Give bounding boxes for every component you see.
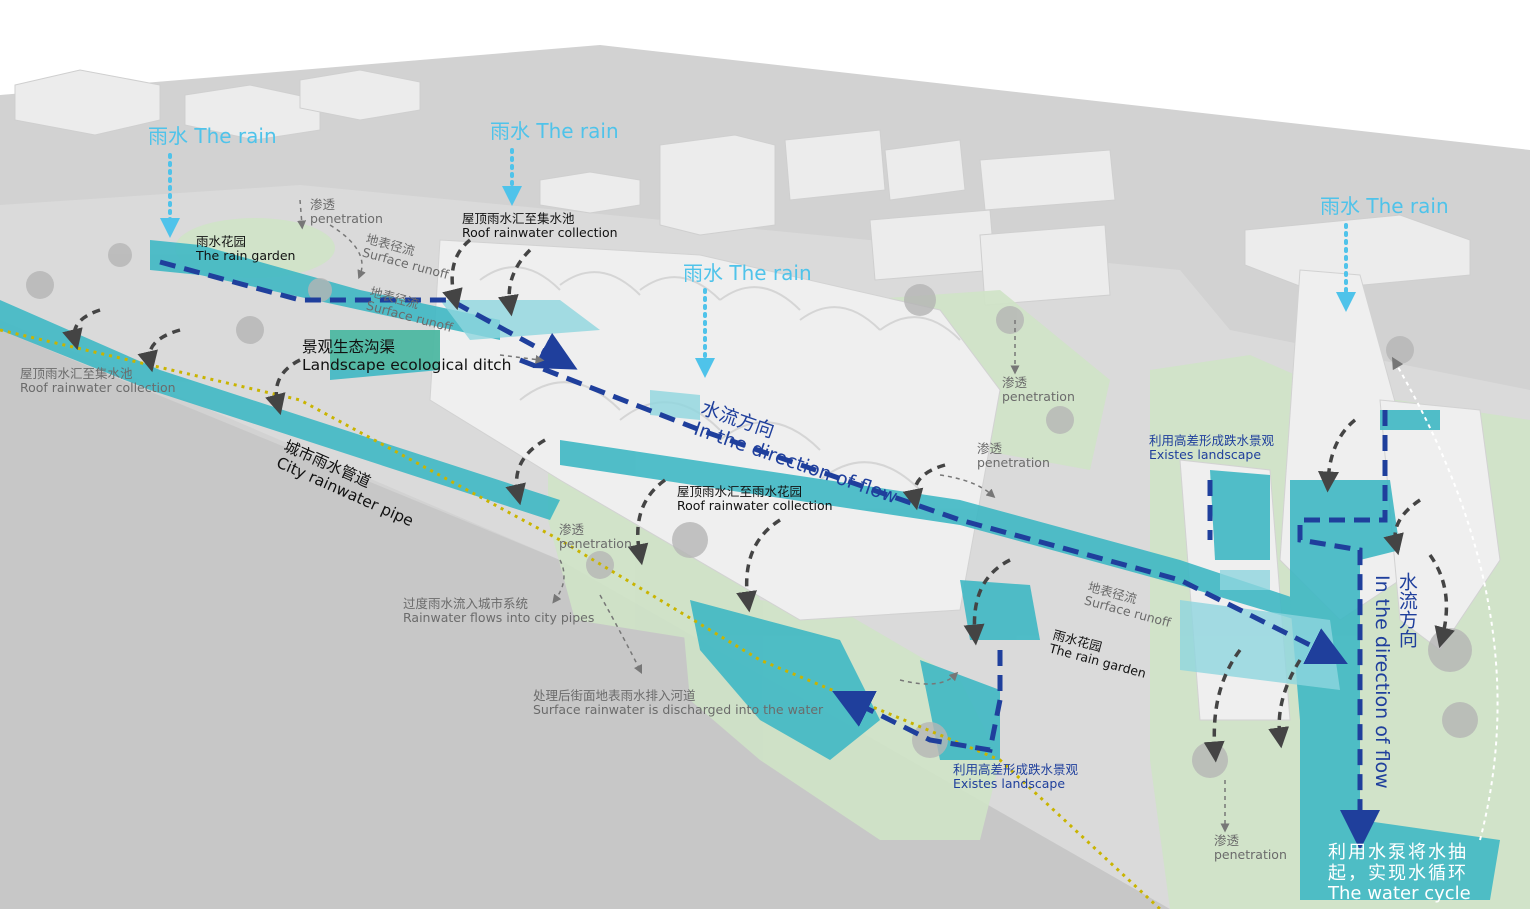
water-cycle-label: 利用水泵将水抽 起，实现水循环 The water cycle xyxy=(1328,842,1471,905)
rain-arrows xyxy=(160,148,1356,378)
roof-collection-1-en: Roof rainwater collection xyxy=(462,225,618,241)
penetration-2-cn: 渗透 xyxy=(1002,375,1028,390)
rain-label-3: 雨水 The rain xyxy=(683,261,812,285)
water-cycle-cn-2: 起，实现水循环 xyxy=(1328,862,1468,884)
ecological-ditch xyxy=(330,330,440,370)
penetration-3-en: penetration xyxy=(977,455,1050,471)
penetration-3-cn: 渗透 xyxy=(977,441,1003,456)
penetration-2-en: penetration xyxy=(1002,389,1075,405)
penetration-5-en: penetration xyxy=(1214,847,1287,863)
penetration-3-label: 渗透 penetration xyxy=(977,441,1050,471)
roof-collection-2-en: Roof rainwater collection xyxy=(20,380,176,396)
city-pipe-line xyxy=(0,328,1162,909)
ecological-ditch-cn: 景观生态沟渠 xyxy=(302,338,396,356)
roof-collection-1-label: 屋顶雨水汇至集水池 Roof rainwater collection xyxy=(462,211,618,241)
excess-rain-en: Rainwater flows into city pipes xyxy=(403,610,595,626)
penetration-5-cn: 渗透 xyxy=(1214,833,1240,848)
roof-collection-1-cn: 屋顶雨水汇至集水池 xyxy=(462,211,575,226)
penetration-1-cn: 渗透 xyxy=(310,197,336,212)
existes-landscape-1-label: 利用高差形成跌水景观 Existes landscape xyxy=(953,762,1079,792)
rain-garden-1-cn: 雨水花园 xyxy=(196,234,247,249)
penetration-4-en: penetration xyxy=(559,536,632,552)
penetration-5-label: 渗透 penetration xyxy=(1214,833,1287,863)
roof-to-garden-label: 屋顶雨水汇至雨水花园 Roof rainwater collection xyxy=(677,484,833,514)
water-cycle-arrow xyxy=(1391,356,1499,841)
penetration-1-label: 渗透 penetration xyxy=(310,197,383,227)
flow-direction-2-en: In the direction of flow xyxy=(1371,575,1393,789)
existes-landscape-2-cn: 利用高差形成跌水景观 xyxy=(1149,433,1275,448)
rain-garden-1-label: 雨水花园 The rain garden xyxy=(196,234,296,264)
existes-landscape-1-en: Existes landscape xyxy=(953,776,1066,792)
rain-garden-1-en: The rain garden xyxy=(196,248,296,264)
treated-surface-cn: 处理后街面地表雨水排入河道 xyxy=(533,688,696,703)
existes-landscape-2-en: Existes landscape xyxy=(1149,447,1262,463)
roof-to-garden-en: Roof rainwater collection xyxy=(677,498,833,514)
collection-arrows xyxy=(62,238,1455,763)
penetration-4-label: 渗透 penetration xyxy=(559,522,632,552)
rain-label-2: 雨水 The rain xyxy=(490,119,619,143)
penetration-1-en: penetration xyxy=(310,211,383,227)
existes-landscape-1-cn: 利用高差形成跌水景观 xyxy=(953,762,1079,777)
roof-vaults xyxy=(479,266,961,491)
rain-label-4: 雨水 The rain xyxy=(1320,194,1449,218)
flow-direction-2-cn: 水流方向 xyxy=(1395,572,1418,648)
existes-landscape-2-label: 利用高差形成跌水景观 Existes landscape xyxy=(1149,433,1275,463)
background-buildings xyxy=(14,69,1471,306)
penetration-arrows xyxy=(297,199,1230,833)
ecological-ditch-label: 景观生态沟渠 Landscape ecological ditch xyxy=(302,338,512,375)
ecological-ditch-en: Landscape ecological ditch xyxy=(302,355,512,374)
roof-collection-2-label: 屋顶雨水汇至集水池 Roof rainwater collection xyxy=(20,366,176,396)
water-cycle-en: The water cycle xyxy=(1328,883,1471,905)
water-light xyxy=(440,300,1340,690)
roof-collection-2-cn: 屋顶雨水汇至集水池 xyxy=(20,366,133,381)
treated-surface-label: 处理后街面地表雨水排入河道 Surface rainwater is disch… xyxy=(533,688,824,718)
excess-rain-label: 过度雨水流入城市系统 Rainwater flows into city pip… xyxy=(403,596,595,626)
water-cycle-cn-1: 利用水泵将水抽 xyxy=(1328,842,1468,863)
rain-label-1: 雨水 The rain xyxy=(148,124,277,148)
penetration-2-label: 渗透 penetration xyxy=(1002,375,1075,405)
roof-to-garden-cn: 屋顶雨水汇至雨水花园 xyxy=(677,484,803,499)
penetration-4-cn: 渗透 xyxy=(559,522,585,537)
flow-direction-arrows xyxy=(159,259,1388,850)
excess-rain-cn: 过度雨水流入城市系统 xyxy=(403,596,529,611)
treated-surface-en: Surface rainwater is discharged into the… xyxy=(533,702,824,718)
